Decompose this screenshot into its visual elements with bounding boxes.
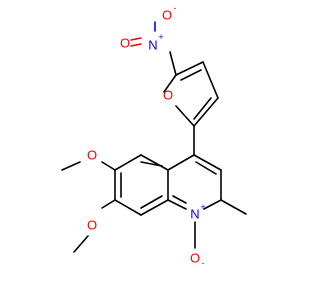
bond-c2-n1 <box>203 199 222 210</box>
bond-furan-c5-c4 <box>175 61 204 76</box>
bond-c4a-c5-inner <box>140 161 163 167</box>
molecule-structure-diagram: N + O - O O O O N + O - <box>0 0 300 300</box>
bond-c7-c8 <box>114 199 142 216</box>
bond-c4-c3-inner <box>195 161 217 175</box>
atom-nitro-o-left: O <box>120 36 130 51</box>
bond-furan-c5-c4-inner <box>180 69 202 81</box>
bond-c7-o7 <box>101 199 116 209</box>
bond-furan-c3-c2-inner <box>193 97 212 120</box>
bond-c2-methyl <box>220 199 247 215</box>
canvas-background <box>0 0 300 300</box>
bond-c4-c3 <box>193 154 222 171</box>
atom-nitro-n: N <box>148 38 157 53</box>
charge-nitro-n: + <box>158 32 163 42</box>
bond-layer <box>61 21 247 253</box>
bond-furan-c4-c3 <box>202 61 219 99</box>
bond-nitro-n-o-left-2 <box>130 37 142 41</box>
bond-c5-c6 <box>114 154 142 171</box>
atom-methoxy6-o: O <box>87 148 97 163</box>
atom-n-oxide-o: O <box>190 251 200 266</box>
charge-n-oxide-o: - <box>202 258 205 268</box>
bond-n1-c8a-inner <box>172 195 187 204</box>
bond-n1-c8a <box>167 199 187 210</box>
bond-c4a-c5 <box>140 154 169 171</box>
bond-nitro-n-o-left <box>130 43 142 47</box>
bond-o6-ch3 <box>61 161 81 171</box>
bond-c8-c8a <box>140 199 169 216</box>
bond-furan-c3-c2 <box>193 97 219 127</box>
bond-c5-nitro-n <box>169 51 177 76</box>
bond-furan-o-c5 <box>163 74 177 93</box>
bond-o7-ch3 <box>73 235 89 253</box>
atom-label-layer: N + O - O O O O N + O - <box>87 3 206 268</box>
charge-quinoline-n: + <box>200 202 205 212</box>
atom-methoxy7-o: O <box>87 218 97 233</box>
atom-nitro-o-top: O <box>162 8 172 23</box>
bond-c8-c8a-inner <box>140 195 163 209</box>
bond-c4-c4a <box>167 154 195 171</box>
atom-quinoline-n: N <box>190 207 199 222</box>
charge-nitro-o-top: - <box>174 3 177 13</box>
bond-furan-c2-o <box>175 105 195 127</box>
bond-c6-o6 <box>101 161 116 171</box>
atom-furan-o: O <box>163 88 173 103</box>
